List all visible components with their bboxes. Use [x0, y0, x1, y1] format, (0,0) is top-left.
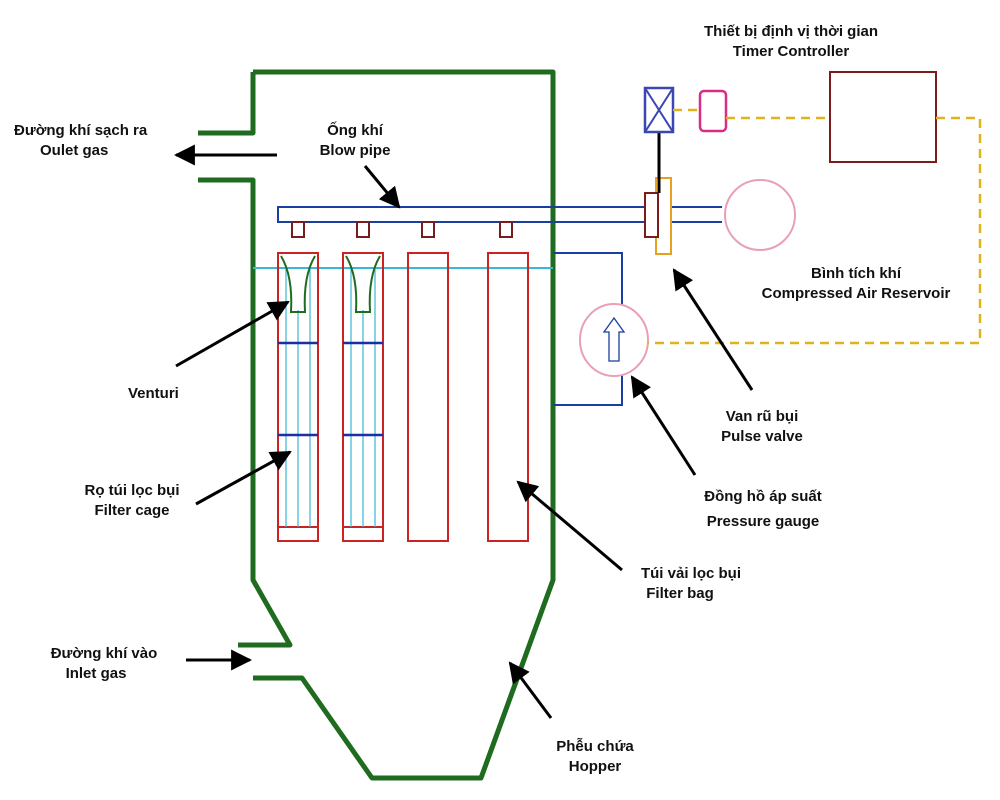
filter-bag [487, 252, 529, 542]
timer-controller-label: Thiết bị định vị thời gian Timer Control… [676, 22, 906, 62]
timer-controller-label-en: Timer Controller [732, 43, 850, 60]
blow-pipe-label-en: Blow pipe [319, 142, 391, 159]
outlet-gas-label: Đường khí sạch ra Oulet gas [14, 121, 147, 161]
reservoir-label: Bình tích khí Compressed Air Reservoir [736, 264, 976, 304]
bag-arrow [516, 480, 623, 572]
pressure-gauge-label: Đồng hồ áp suất Pressure gauge [678, 487, 848, 532]
inlet-gas-label-vi: Đường khí vào [50, 645, 158, 662]
hopper-label: Phễu chứa Hopper [540, 737, 650, 777]
cage-rings [278, 341, 383, 437]
blowpipe-arrow [363, 165, 401, 209]
hopper-label-en: Hopper [568, 758, 622, 775]
compressed-air-reservoir [724, 179, 796, 251]
nozzles [291, 221, 513, 238]
filter-cage-label: Rọ túi lọc bụi Filter cage [62, 481, 202, 521]
valve-x-icon [643, 86, 675, 134]
filter-bag [342, 252, 384, 542]
up-arrow-icon [602, 316, 626, 362]
housing [198, 69, 556, 781]
nozzle [291, 221, 305, 238]
filter-bag-label-vi: Túi vải lọc bụi [640, 565, 741, 582]
cage-arrow [195, 450, 292, 506]
venturi [345, 255, 381, 313]
pressure-gauge [579, 303, 649, 377]
reservoir-label-en: Compressed Air Reservoir [761, 285, 951, 302]
filter-bag [277, 252, 319, 542]
pulse-valve-assembly [643, 86, 728, 255]
filter-cages [285, 268, 376, 527]
housing-top-and-right-wall [253, 69, 556, 781]
pulse-valve-body [644, 192, 659, 238]
filter-bag-label: Túi vải lọc bụi Filter bag [616, 564, 766, 604]
hopper-label-vi: Phễu chứa [556, 738, 634, 755]
solenoid-icon [698, 89, 728, 133]
reservoir-label-vi: Bình tích khí [811, 265, 901, 282]
venturi [280, 255, 316, 313]
inlet-gas-label-en: Inlet gas [65, 665, 127, 682]
pulse-valve-label-en: Pulse valve [721, 428, 803, 445]
blow-pipe-label: Ống khí Blow pipe [300, 121, 410, 161]
blow-pipe-label-vi: Ống khí [327, 122, 383, 139]
inlet-gas-label: Đường khí vào Inlet gas [34, 644, 174, 684]
pulse-valve-label: Van rũ bụi Pulse valve [692, 407, 832, 447]
housing-left-wall-middle [198, 177, 293, 648]
pressure-gauge-label-en: Pressure gauge [706, 513, 820, 530]
filter-bag-label-en: Filter bag [646, 585, 714, 602]
pulse-valve-arrow [672, 268, 754, 391]
filter-cage-label-vi: Rọ túi lọc bụi [84, 482, 180, 499]
outlet-gas-label-vi: Đường khí sạch ra [14, 122, 148, 139]
filter-bags [277, 252, 529, 542]
filter-cage-label-en: Filter cage [94, 502, 170, 519]
nozzle [356, 221, 370, 238]
nozzle [499, 221, 513, 238]
gauge-piping [553, 252, 623, 406]
callout-arrows [173, 144, 754, 719]
pressure-gauge-label-vi: Đồng hồ áp suất [704, 488, 822, 505]
outlet-gas-label-en: Oulet gas [40, 142, 109, 159]
timer-controller-box [829, 71, 937, 163]
timer-controller-label-vi: Thiết bị định vị thời gian [704, 23, 878, 40]
hopper-arrow [508, 661, 553, 719]
housing-left-wall-top [198, 72, 256, 136]
venturis [280, 255, 381, 313]
nozzle [421, 221, 435, 238]
gauge-arrow [630, 375, 697, 476]
pulse-valve-label-vi: Van rũ bụi [725, 408, 799, 425]
venturi-label-en: Venturi [128, 385, 179, 402]
venturi-arrow [175, 300, 290, 368]
venturi-label: Venturi [128, 384, 179, 404]
filter-bag [407, 252, 449, 542]
signal-lines [648, 108, 982, 345]
